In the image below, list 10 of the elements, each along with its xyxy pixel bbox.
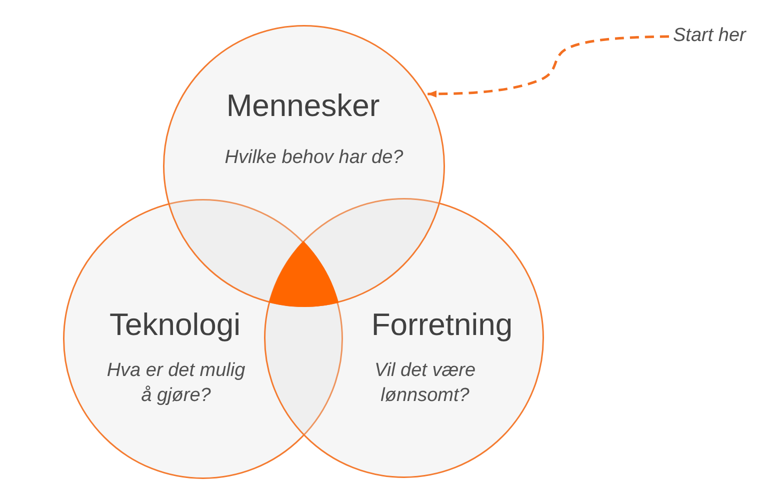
venn-intersection	[268, 241, 338, 307]
circle-question: Vil det være lønnsomt?	[373, 359, 477, 408]
venn-circle	[163, 25, 445, 307]
start-label: Start her	[673, 24, 746, 47]
circle-title: Teknologi	[110, 307, 240, 343]
circle-title: Mennesker	[226, 88, 380, 124]
circle-question: Hva er det mulig å gjøre?	[106, 359, 246, 408]
circle-title: Forretning	[371, 307, 513, 343]
dashed-arrow	[428, 35, 670, 98]
circle-question: Hvilke behov har de?	[224, 146, 404, 170]
